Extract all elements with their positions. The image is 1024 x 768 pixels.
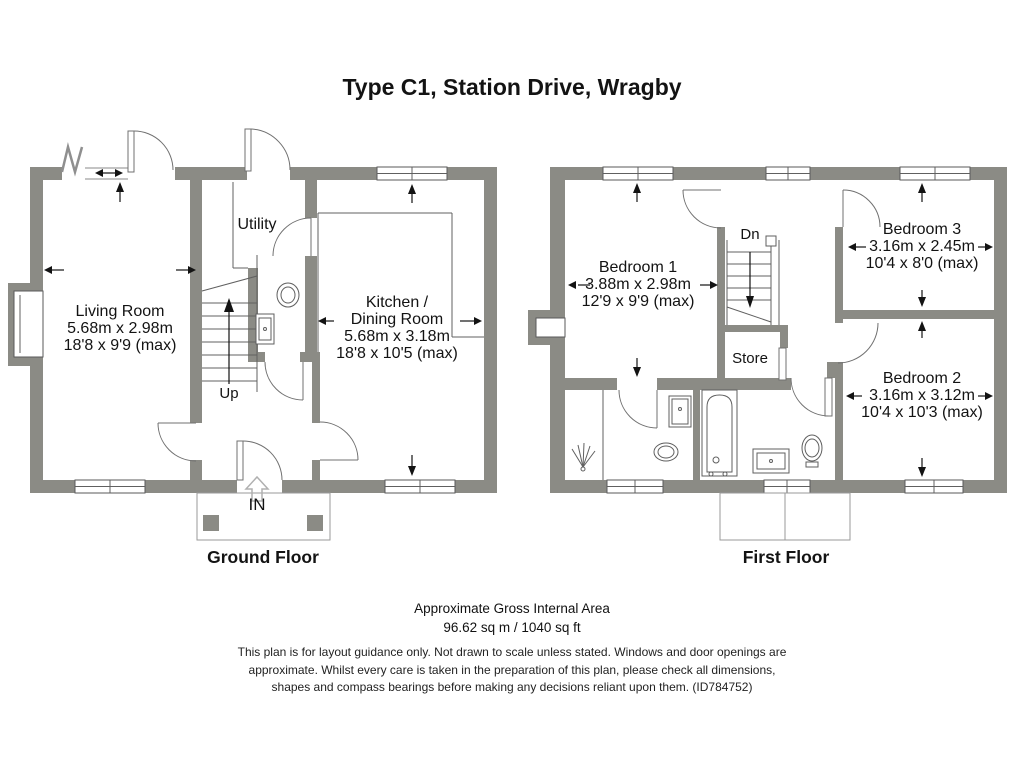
ground-floor-title: Ground Floor bbox=[207, 547, 319, 567]
room-name: Utility bbox=[237, 216, 277, 233]
store-door-leaf bbox=[778, 347, 787, 381]
room-metric: 3.88m x 2.98m bbox=[585, 276, 691, 293]
gross-area-heading: Approximate Gross Internal Area bbox=[414, 601, 610, 616]
bedroom3-label: Bedroom 3 3.16m x 2.45m 10'4 x 8'0 (max) bbox=[846, 221, 998, 272]
front-door-swing bbox=[236, 440, 283, 481]
first-interior-walls bbox=[565, 227, 994, 480]
room-metric: 3.16m x 2.45m bbox=[869, 238, 975, 255]
toilet-icon bbox=[653, 442, 679, 462]
sink-icon bbox=[752, 448, 790, 474]
toilet-icon bbox=[276, 282, 300, 308]
window bbox=[763, 479, 811, 494]
porch-roof-outline bbox=[719, 492, 851, 541]
door-swing bbox=[127, 130, 174, 173]
entrance-arrow-icon bbox=[244, 475, 270, 502]
door-swing bbox=[264, 361, 304, 401]
room-name: Living Room bbox=[75, 303, 165, 320]
door-swing bbox=[790, 377, 833, 417]
door-swing bbox=[682, 189, 722, 229]
door-swing bbox=[157, 422, 197, 462]
porch-pillar bbox=[307, 515, 323, 531]
entrance-in-label: IN bbox=[248, 495, 266, 514]
room-name: Bedroom 3 bbox=[882, 221, 962, 238]
porch-pillar bbox=[203, 515, 219, 531]
room-imperial: 12'9 x 9'9 (max) bbox=[581, 293, 695, 310]
window bbox=[376, 166, 448, 181]
living-room-label: Living Room 5.68m x 2.98m 18'8 x 9'9 (ma… bbox=[45, 303, 195, 354]
toilet-icon bbox=[801, 434, 823, 468]
window bbox=[904, 479, 964, 494]
room-metric: 3.16m x 3.12m bbox=[869, 387, 975, 404]
store-label: Store bbox=[732, 350, 768, 367]
window bbox=[606, 479, 664, 494]
room-name: Bedroom 1 bbox=[598, 259, 678, 276]
porch bbox=[196, 492, 331, 541]
door-swing bbox=[244, 128, 291, 172]
first-floor-title: First Floor bbox=[742, 547, 830, 567]
window bbox=[74, 479, 146, 494]
gross-area-value: 96.62 sq m / 1040 sq ft bbox=[443, 620, 581, 635]
zigzag-symbol bbox=[60, 142, 84, 177]
door-swing bbox=[618, 389, 658, 429]
window bbox=[384, 479, 456, 494]
room-imperial: 18'8 x 9'9 (max) bbox=[63, 337, 177, 354]
room-name: Dining Room bbox=[350, 311, 444, 328]
window bbox=[899, 166, 971, 181]
room-imperial: 10'4 x 8'0 (max) bbox=[865, 255, 979, 272]
room-imperial: 18'8 x 10'5 (max) bbox=[336, 345, 458, 362]
page-title: Type C1, Station Drive, Wragby bbox=[342, 74, 682, 100]
kitchen-dining-label: Kitchen / Dining Room 5.68m x 3.18m 18'8… bbox=[322, 294, 472, 362]
door-swing bbox=[319, 421, 359, 461]
stairs-up-label: Up bbox=[219, 385, 239, 402]
window bbox=[765, 166, 811, 181]
room-name: Bedroom 2 bbox=[882, 370, 962, 387]
ground-interior-walls bbox=[190, 180, 320, 480]
chimney-recess bbox=[535, 317, 566, 338]
sink-icon bbox=[668, 395, 692, 428]
utility-label: Utility bbox=[212, 216, 302, 233]
stairs-down-label: Dn bbox=[740, 226, 760, 243]
door-swing bbox=[842, 189, 881, 228]
first-floor-plan bbox=[528, 166, 1007, 541]
disclaimer-text: This plan is for layout guidance only. N… bbox=[237, 645, 787, 694]
room-metric: 5.68m x 2.98m bbox=[67, 320, 173, 337]
shower-icon bbox=[571, 442, 596, 472]
kitchen-counter bbox=[317, 212, 484, 352]
bay-window bbox=[13, 290, 44, 358]
staircase bbox=[726, 235, 780, 325]
bedroom2-label: Bedroom 2 3.16m x 3.12m 10'4 x 10'3 (max… bbox=[846, 370, 998, 421]
ground-floor-plan bbox=[8, 128, 497, 541]
room-metric: 5.68m x 3.18m bbox=[344, 328, 450, 345]
sink-icon bbox=[255, 313, 275, 345]
room-imperial: 10'4 x 10'3 (max) bbox=[861, 404, 983, 421]
room-name: Kitchen / bbox=[365, 294, 429, 311]
dimension-arrows-ground bbox=[44, 169, 482, 476]
dimension-arrows-first bbox=[568, 183, 993, 477]
door-swing bbox=[837, 322, 879, 364]
window bbox=[602, 166, 674, 181]
door-swing bbox=[272, 217, 312, 257]
bathtub-icon bbox=[701, 389, 738, 477]
bedroom1-label: Bedroom 1 3.88m x 2.98m 12'9 x 9'9 (max) bbox=[562, 259, 714, 310]
